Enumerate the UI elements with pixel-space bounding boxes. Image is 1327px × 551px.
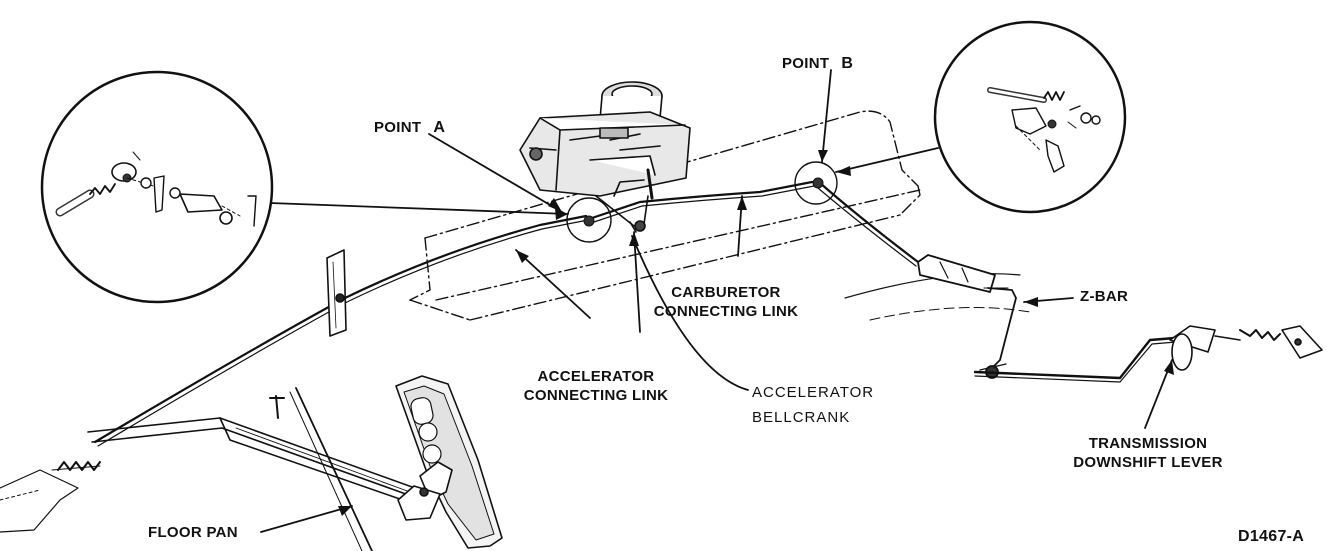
accelerator-link-label: ACCELERATOR CONNECTING LINK	[523, 368, 669, 404]
z-bar-label: Z-BAR	[1080, 288, 1129, 305]
carburetor-link-label: CARBURETOR CONNECTING LINK	[653, 284, 799, 320]
transmission-lever-label: TRANSMISSION DOWNSHIFT LEVER	[1073, 435, 1223, 471]
z-bar-assembly	[844, 254, 1202, 383]
pedal-assembly	[0, 375, 503, 551]
left-detail-inset	[40, 70, 274, 304]
figure-code: D1467-A	[1238, 528, 1305, 545]
transmission-lever	[1169, 325, 1323, 371]
point-b-circle	[794, 161, 838, 205]
point-a-circle	[566, 197, 612, 243]
firewall-bracket	[326, 249, 347, 337]
bellcrank	[595, 179, 649, 233]
bellcrank-label: ACCELERATOR BELLCRANK	[752, 384, 875, 426]
arrow-heads	[338, 150, 1174, 516]
valve-cover	[409, 110, 921, 321]
floor-pan-label: FLOOR PAN	[148, 524, 238, 541]
right-detail-inset	[933, 20, 1127, 214]
carburetor	[519, 81, 691, 200]
